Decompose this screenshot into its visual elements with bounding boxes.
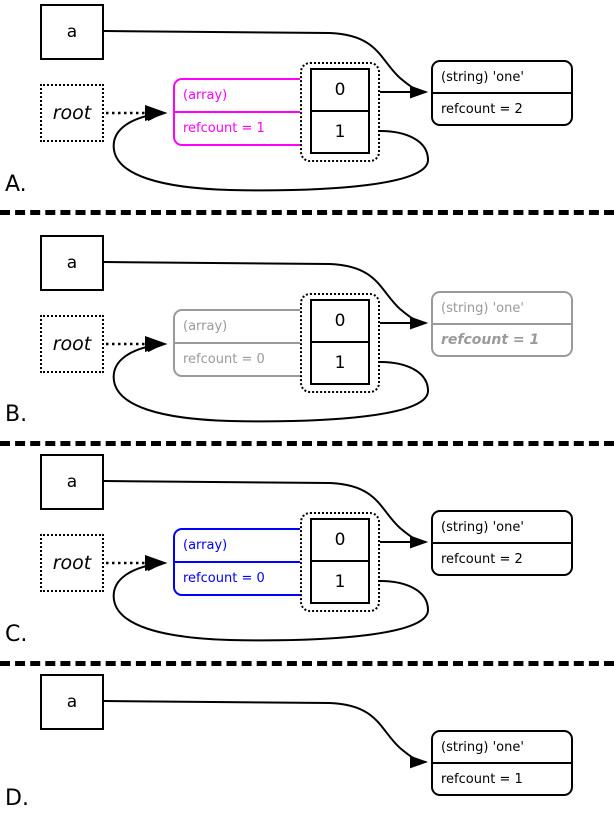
panel-label-a-text: A. <box>5 172 27 197</box>
string-type-label: (string) 'one' <box>441 739 524 755</box>
panel-label-a: A. <box>5 172 27 197</box>
array-zval-panel-b: (array) refcount = 0 <box>173 309 308 377</box>
array-cell-1: 1 <box>312 562 368 602</box>
root-box-panel-a: root <box>40 84 104 142</box>
string-refcount-row: refcount = 1 <box>433 325 571 355</box>
string-type-label: (string) 'one' <box>441 300 524 316</box>
string-zval-panel-b: (string) 'one' refcount = 1 <box>431 291 573 357</box>
array-cell-1-label: 1 <box>334 353 346 373</box>
string-refcount-label: refcount = 1 <box>441 332 540 348</box>
string-zval-panel-d: (string) 'one' refcount = 1 <box>431 730 573 796</box>
root-label: root <box>52 552 92 574</box>
string-refcount-row: refcount = 2 <box>433 94 571 124</box>
panel-d-edges <box>103 700 428 769</box>
string-refcount-label: refcount = 2 <box>441 101 523 117</box>
string-type-label: (string) 'one' <box>441 519 524 535</box>
array-refcount-label: refcount = 1 <box>183 121 265 136</box>
string-type-row: (string) 'one' <box>433 732 571 764</box>
array-cells-panel-c: 0 1 <box>310 518 370 604</box>
array-cell-0-label: 0 <box>334 311 346 331</box>
string-refcount-label: refcount = 2 <box>441 551 523 567</box>
array-zval-panel-c: (array) refcount = 0 <box>173 528 308 596</box>
array-refcount-label: refcount = 0 <box>183 352 265 367</box>
array-cell-0: 0 <box>312 520 368 562</box>
panel-label-c: C. <box>5 622 27 647</box>
array-refcount-row: refcount = 1 <box>175 113 306 144</box>
panel-divider-a-b <box>0 210 614 215</box>
array-type-row: (array) <box>175 530 306 563</box>
array-cells-panel-a: 0 1 <box>310 68 370 154</box>
array-type-label: (array) <box>183 538 228 553</box>
array-type-row: (array) <box>175 311 306 344</box>
panel-label-b-text: B. <box>5 402 28 427</box>
array-cell-1: 1 <box>312 343 368 383</box>
root-label: root <box>52 102 92 124</box>
array-cell-0-label: 0 <box>334 530 346 550</box>
array-cell-0: 0 <box>312 301 368 343</box>
array-cells-panel-b: 0 1 <box>310 299 370 385</box>
panel-divider-b-c <box>0 441 614 446</box>
panel-label-b: B. <box>5 402 27 427</box>
panel-label-d-text: D. <box>5 786 29 811</box>
array-zval-panel-a: (array) refcount = 1 <box>173 78 308 146</box>
string-refcount-row: refcount = 1 <box>433 764 571 794</box>
array-type-row: (array) <box>175 80 306 113</box>
array-cell-0-label: 0 <box>334 80 346 100</box>
root-box-panel-c: root <box>40 534 104 592</box>
string-type-row: (string) 'one' <box>433 62 571 94</box>
variable-label: a <box>66 253 78 273</box>
variable-box-a-panel-c: a <box>40 454 104 510</box>
string-refcount-label: refcount = 1 <box>441 771 523 787</box>
string-type-row: (string) 'one' <box>433 512 571 544</box>
variable-label: a <box>66 22 78 42</box>
array-type-label: (array) <box>183 88 228 103</box>
array-refcount-label: refcount = 0 <box>183 571 265 586</box>
array-cell-0: 0 <box>312 70 368 112</box>
string-zval-panel-c: (string) 'one' refcount = 2 <box>431 510 573 576</box>
string-refcount-row: refcount = 2 <box>433 544 571 574</box>
array-refcount-row: refcount = 0 <box>175 344 306 375</box>
variable-box-a-panel-a: a <box>40 4 104 60</box>
array-refcount-row: refcount = 0 <box>175 563 306 594</box>
string-zval-panel-a: (string) 'one' refcount = 2 <box>431 60 573 126</box>
array-cell-1-label: 1 <box>334 122 346 142</box>
panel-c-edges <box>103 480 430 642</box>
array-type-label: (array) <box>183 319 228 334</box>
variable-label: a <box>66 692 78 712</box>
variable-box-a-panel-b: a <box>40 235 104 291</box>
root-label: root <box>52 333 92 355</box>
panel-label-c-text: C. <box>5 622 28 647</box>
array-cell-1: 1 <box>312 112 368 152</box>
string-type-label: (string) 'one' <box>441 69 524 85</box>
panel-a-edges <box>103 30 430 192</box>
panel-label-d: D. <box>5 786 29 811</box>
array-cell-1-label: 1 <box>334 572 346 592</box>
panel-divider-c-d <box>0 661 614 666</box>
root-box-panel-b: root <box>40 315 104 373</box>
variable-box-a-panel-d: a <box>40 674 104 730</box>
string-type-row: (string) 'one' <box>433 293 571 325</box>
variable-label: a <box>66 472 78 492</box>
panel-b-edges <box>103 261 430 423</box>
